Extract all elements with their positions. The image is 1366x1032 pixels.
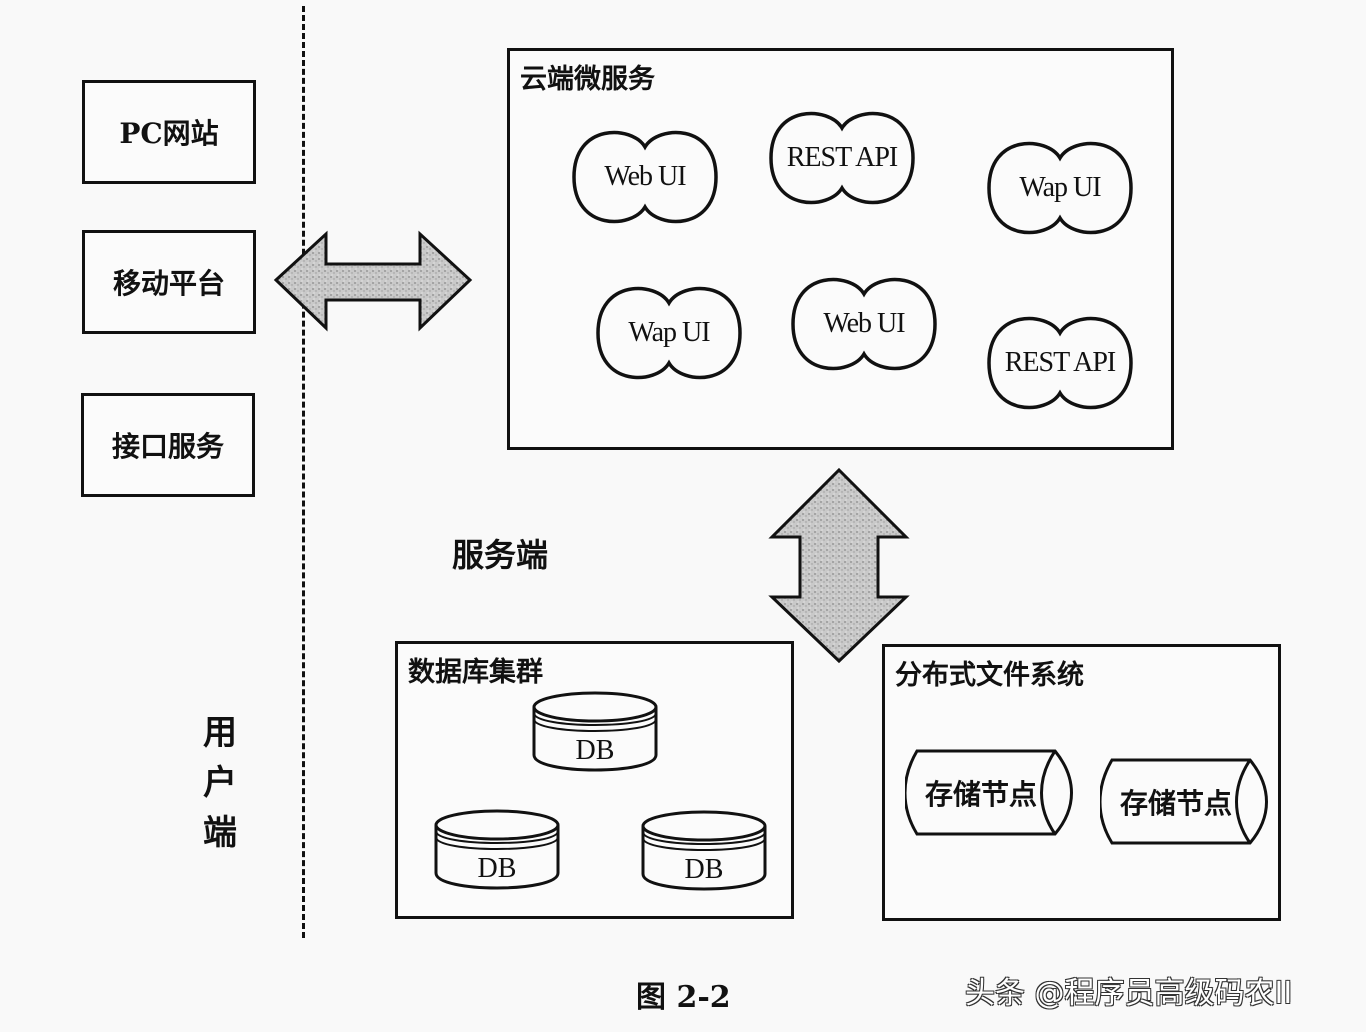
database-node: DB: [433, 807, 561, 891]
client-box-mobile-platform: 移动平台: [82, 230, 256, 334]
storage-cylinder-icon: [903, 749, 1073, 836]
service-node-label: REST API: [1004, 347, 1117, 378]
service-node-label: Wap UI: [628, 317, 710, 348]
database-cylinder-icon: [434, 809, 560, 890]
client-box-label: 移动平台: [112, 267, 225, 300]
database-cylinder-icon: [641, 810, 767, 891]
cloud-shape-icon: [987, 141, 1133, 235]
service-node-wap-ui: Wap UI: [985, 136, 1135, 240]
dfs-title: 分布式文件系统: [895, 660, 1084, 691]
client-box-interface-service: 接口服务: [81, 393, 255, 497]
storage-node: 存储节点: [1098, 757, 1270, 847]
watermark: 头条 @程序员高级码农II: [965, 976, 1293, 1011]
database-label: DB: [575, 735, 615, 766]
client-server-divider: [302, 6, 305, 938]
service-node-web-ui: Web UI: [570, 125, 720, 229]
storage-node-label: 存储节点: [1119, 787, 1232, 820]
client-box-label: 接口服务: [111, 430, 224, 463]
cloud-shape-icon: [791, 277, 937, 371]
client-side-label-char: 端: [203, 813, 237, 853]
microservices-title: 云端微服务: [520, 64, 655, 95]
server-side-label: 服务端: [452, 536, 549, 574]
database-cylinder-icon: [532, 691, 658, 772]
cloud-shape-icon: [572, 130, 718, 224]
service-node-label: Wap UI: [1019, 172, 1101, 203]
client-box-label: PC网站: [119, 117, 219, 150]
db-cluster-title: 数据库集群: [408, 657, 543, 688]
bidirectional-arrow-horizontal: [273, 230, 473, 332]
storage-node-label: 存储节点: [924, 778, 1037, 811]
cloud-shape-icon: [987, 316, 1133, 410]
figure-caption: 图 2-2: [636, 980, 731, 1015]
service-node-rest-api: REST API: [767, 106, 917, 210]
cloud-shape-icon: [769, 111, 915, 205]
service-node-label: REST API: [786, 142, 899, 173]
service-node-wap-ui: Wap UI: [594, 281, 744, 385]
cloud-shape-icon: [596, 286, 742, 380]
client-side-label-char: 户: [203, 763, 237, 803]
service-node-rest-api: REST API: [985, 311, 1135, 415]
microservices-container: 云端微服务: [507, 48, 1174, 450]
database-label: DB: [477, 853, 517, 884]
service-node-web-ui: Web UI: [789, 272, 939, 376]
client-box-pc-website: PC网站: [82, 80, 256, 184]
service-node-label: Web UI: [604, 161, 686, 192]
service-node-label: Web UI: [823, 308, 905, 339]
database-node: DB: [531, 689, 659, 773]
database-label: DB: [684, 854, 724, 885]
database-node: DB: [640, 808, 768, 892]
storage-cylinder-icon: [1098, 758, 1268, 845]
storage-node: 存储节点: [903, 748, 1075, 838]
bidirectional-arrow-vertical: [768, 467, 910, 664]
client-side-label-char: 用: [203, 713, 237, 753]
client-side-label: 用 户 端: [200, 708, 240, 858]
